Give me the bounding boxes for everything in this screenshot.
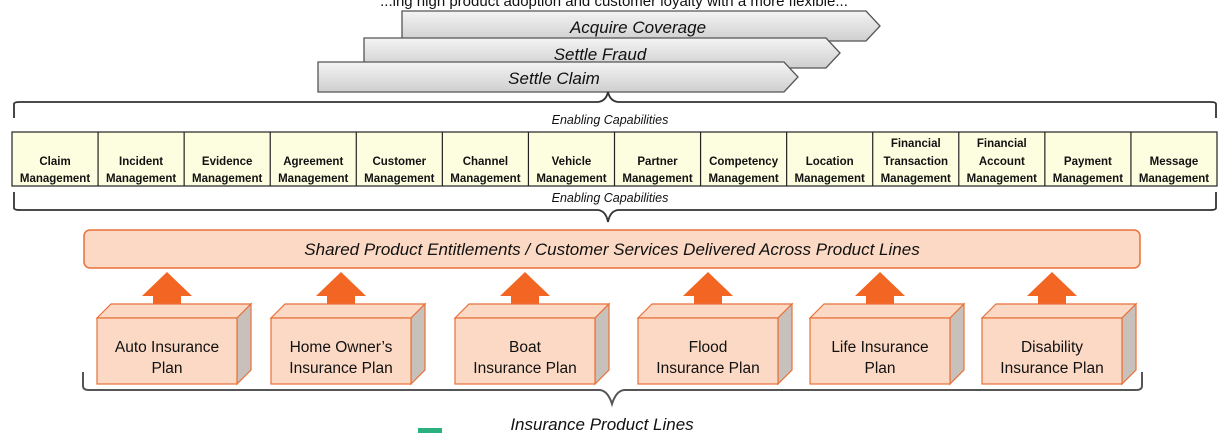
footer-brace: [82, 372, 1143, 408]
capability-label: Management: [881, 173, 951, 185]
capability-label: Account: [979, 156, 1025, 168]
plan-label-line1: Home Owner’s: [290, 339, 393, 356]
capabilities-header-top: Enabling Capabilities: [552, 113, 669, 127]
plan-label-line1: Life Insurance: [831, 339, 928, 356]
capability-label: Management: [192, 173, 262, 185]
capability-label: Channel: [463, 156, 508, 168]
capability-label: Partner: [637, 156, 678, 168]
plan-label-line2: Insurance Plan: [1000, 360, 1103, 377]
capability-label: Management: [795, 173, 865, 185]
plan-label-line2: Plan: [864, 360, 895, 377]
plan-label-line1: Flood: [689, 339, 728, 356]
capability-label: Financial: [977, 138, 1027, 150]
top-brace: [13, 91, 1217, 118]
capability-label: Vehicle: [552, 156, 592, 168]
capability-label: Management: [1139, 173, 1209, 185]
capability-label: Agreement: [283, 156, 343, 168]
process-label: Settle Fraud: [554, 45, 647, 64]
capability-label: Customer: [372, 156, 426, 168]
capability-label: Management: [106, 173, 176, 185]
top-caption: ...ing high product adoption and custome…: [380, 0, 848, 10]
capability-label: Claim: [39, 156, 70, 168]
accent-mark: [418, 428, 442, 433]
capability-label: Management: [708, 173, 778, 185]
capability-label: Transaction: [883, 156, 948, 168]
capability-label: Competency: [709, 156, 779, 168]
process-chevron-acquire-coverage: Acquire Coverage: [401, 10, 881, 42]
capability-label: Management: [1053, 173, 1123, 185]
capability-row: ClaimManagementIncidentManagementEvidenc…: [11, 131, 1218, 187]
capability-label: Management: [450, 173, 520, 185]
bottom-brace: [13, 192, 1217, 223]
process-chevron-settle-claim: Settle Claim: [317, 61, 799, 93]
plan-label-line2: Plan: [151, 360, 182, 377]
capability-label: Management: [622, 173, 692, 185]
plan-label-line1: Boat: [509, 339, 542, 356]
capability-label: Management: [364, 173, 434, 185]
plan-label-line1: Auto Insurance: [115, 339, 219, 356]
capability-label: Payment: [1064, 156, 1112, 168]
plan-label-line2: Insurance Plan: [656, 360, 759, 377]
plan-label-line2: Insurance Plan: [473, 360, 576, 377]
capability-label: Management: [536, 173, 606, 185]
process-label: Settle Claim: [508, 69, 600, 88]
capabilities-header-bottom: Enabling Capabilities: [552, 191, 669, 205]
capability-label: Management: [20, 173, 90, 185]
plan-label-line1: Disability: [1021, 339, 1083, 356]
plan-label-line2: Insurance Plan: [289, 360, 392, 377]
capability-label: Evidence: [202, 156, 253, 168]
capability-label: Location: [806, 156, 854, 168]
capability-label: Management: [967, 173, 1037, 185]
shared-services-label: Shared Product Entitlements / Customer S…: [304, 240, 920, 259]
capability-label: Message: [1150, 156, 1199, 168]
process-chevron-settle-fraud: Settle Fraud: [363, 37, 841, 69]
footer-label: Insurance Product Lines: [510, 415, 694, 434]
capability-label: Financial: [891, 138, 941, 150]
capability-label: Incident: [119, 156, 163, 168]
process-label: Acquire Coverage: [569, 18, 706, 37]
capability-label: Management: [278, 173, 348, 185]
shared-services-bar: Shared Product Entitlements / Customer S…: [83, 229, 1141, 269]
